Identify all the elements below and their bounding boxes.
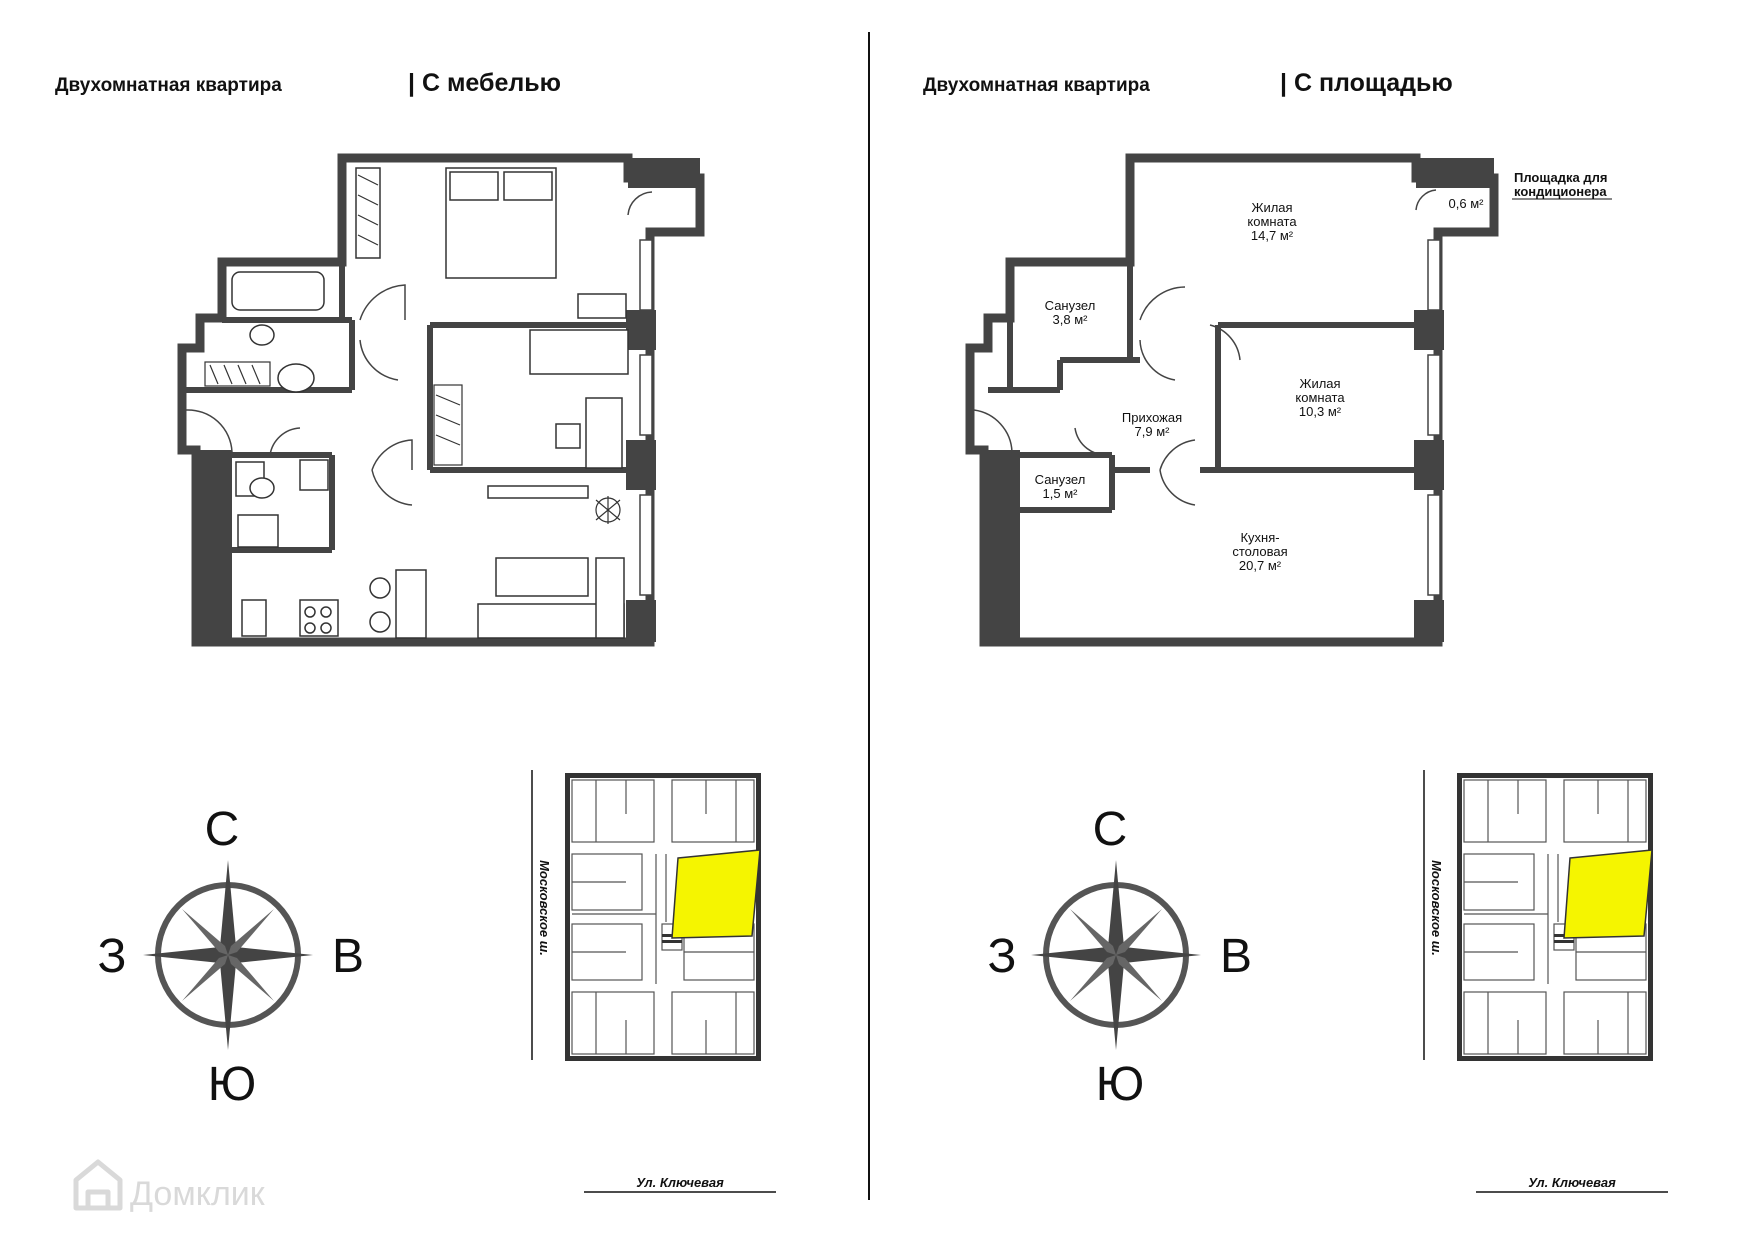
compass-west: З bbox=[988, 930, 1017, 983]
street-bottom-label: Ул. Ключевая bbox=[1528, 1175, 1616, 1190]
room-label-living-1: Жилая bbox=[1251, 200, 1292, 215]
left-title: Двухомнатная квартира bbox=[55, 75, 282, 96]
compass-east: В bbox=[332, 930, 364, 983]
room-area-living-2: 10,3 м² bbox=[1299, 404, 1342, 419]
compass-south: Ю bbox=[208, 1058, 257, 1111]
ac-platform-label-1: Площадка для bbox=[1514, 170, 1607, 185]
room-label-living-2: Жилая bbox=[1299, 376, 1340, 391]
compass-left: С Ю З В bbox=[98, 803, 365, 1111]
compass-east: В bbox=[1220, 930, 1252, 983]
furnished-floor-plan bbox=[177, 153, 705, 647]
room-label-kitchen: Кухня- bbox=[1240, 530, 1279, 545]
room-label-bath-2: Санузел bbox=[1035, 472, 1086, 487]
compass-south: Ю bbox=[1096, 1058, 1145, 1111]
room-area-kitchen: 20,7 м² bbox=[1239, 558, 1282, 573]
ac-platform-label-2: кондиционера bbox=[1514, 184, 1607, 199]
room-label-living-2-b: комната bbox=[1295, 390, 1345, 405]
street-side-label: Московское ш. bbox=[1429, 860, 1444, 956]
room-label-bath-1: Санузел bbox=[1045, 298, 1096, 313]
room-area-bath-1: 3,8 м² bbox=[1053, 312, 1089, 327]
street-bottom-label: Ул. Ключевая bbox=[636, 1175, 724, 1190]
room-label-hall: Прихожая bbox=[1122, 410, 1182, 425]
room-label-kitchen-b: столовая bbox=[1232, 544, 1287, 559]
compass-north: С bbox=[205, 803, 240, 856]
domclick-watermark: Домклик bbox=[73, 1159, 266, 1213]
compass-west: З bbox=[98, 930, 127, 983]
apartment-highlight bbox=[1563, 849, 1653, 939]
house-icon bbox=[73, 1159, 123, 1211]
street-side-label: Московское ш. bbox=[537, 860, 552, 956]
right-subtitle: | С площадью bbox=[1280, 69, 1453, 97]
building-location-left: Московское ш. Ул. Ключевая bbox=[531, 770, 776, 1193]
room-area-living-1: 14,7 м² bbox=[1251, 228, 1294, 243]
compass-right: С Ю З В bbox=[988, 803, 1253, 1111]
room-label-living-1-b: комната bbox=[1247, 214, 1297, 229]
right-title: Двухомнатная квартира bbox=[923, 75, 1150, 96]
ac-platform-area: 0,6 м² bbox=[1449, 196, 1485, 211]
area-floor-plan: Жилая комната 14,7 м² Санузел 3,8 м² Жил… bbox=[965, 153, 1612, 647]
building-location-right: Московское ш. Ул. Ключевая bbox=[1423, 770, 1668, 1193]
room-area-hall: 7,9 м² bbox=[1135, 424, 1171, 439]
room-area-bath-2: 1,5 м² bbox=[1043, 486, 1079, 501]
compass-north: С bbox=[1093, 803, 1128, 856]
left-subtitle: | С мебелью bbox=[408, 69, 561, 97]
apartment-highlight bbox=[671, 849, 761, 939]
watermark-text: Домклик bbox=[130, 1175, 266, 1213]
